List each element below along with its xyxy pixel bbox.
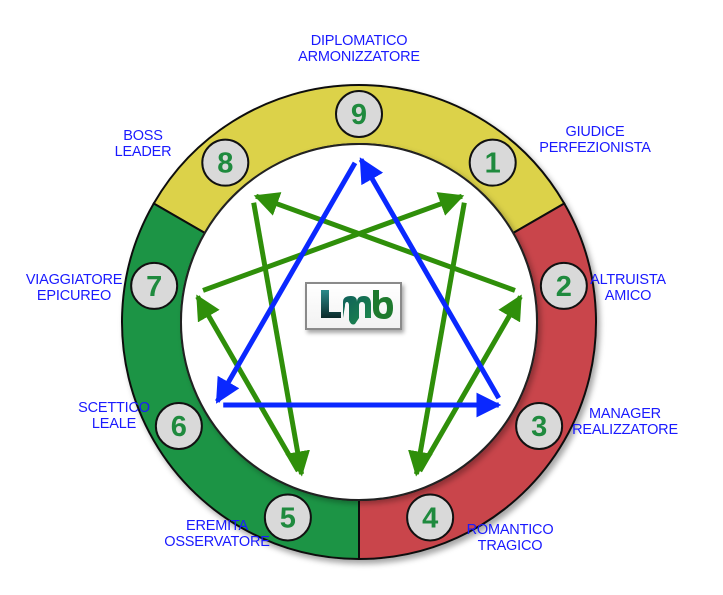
type-label-line2: REALIZZATORE (572, 422, 678, 438)
blue-arrow-9-to-6 (215, 161, 358, 404)
type-circle-8: 8 (201, 138, 250, 187)
type-circle-bg (335, 90, 383, 138)
arrows (195, 157, 523, 477)
type-label-line2: ARMONIZZATORE (298, 49, 420, 65)
green-arrow-5-to-7 (195, 294, 301, 473)
type-circle-bg (468, 138, 517, 187)
blue-arrow-3-to-9 (358, 157, 501, 400)
green-arrow-7-to-1 (202, 192, 465, 293)
type-label-line1: BOSS (123, 128, 163, 144)
type-label-line2: AMICO (604, 288, 652, 304)
type-circle-4: 4 (406, 493, 455, 542)
type-number: 4 (422, 502, 438, 534)
type-label-line1: VIAGGIATORE (25, 272, 123, 288)
type-number: 2 (556, 271, 572, 303)
type-circle-5: 5 (263, 493, 312, 542)
lmb-logo (305, 282, 402, 330)
type-number: 7 (146, 271, 162, 303)
type-circle-6: 6 (154, 402, 203, 450)
type-circle-bg (515, 402, 564, 450)
type-number: 1 (485, 148, 501, 180)
type-circle-bg (263, 493, 312, 542)
type-label-line1: EREMITA (186, 518, 248, 534)
green-arrow-8-to-5 (251, 202, 310, 477)
type-circle-bg (539, 261, 588, 310)
green-arrow-1-to-4 (408, 202, 467, 477)
type-number: 6 (171, 411, 187, 443)
lmb-logo-icon (321, 290, 393, 325)
type-label-line2: TRAGICO (477, 538, 543, 554)
green-arrow-2-to-8 (253, 192, 516, 293)
type-label-line1: SCETTICO (78, 400, 150, 416)
type-label-line2: PERFEZIONISTA (539, 140, 651, 156)
type-label-line2: EPICUREO (36, 288, 112, 304)
type-number: 8 (217, 148, 233, 180)
type-circle-2: 2 (539, 261, 588, 310)
type-circle-9: 9 (335, 90, 383, 138)
type-number: 5 (280, 502, 296, 534)
type-label-line1: ROMANTICO (466, 522, 554, 538)
type-label-line2: LEADER (114, 144, 172, 160)
type-circle-bg (154, 402, 203, 450)
type-label-line1: GIUDICE (565, 124, 625, 140)
type-circle-7: 7 (130, 261, 179, 310)
type-label-line2: LEALE (91, 416, 137, 432)
type-label-line1: ALTRUISTA (590, 272, 666, 288)
type-label-line1: DIPLOMATICO (310, 33, 408, 49)
type-circle-bg (130, 261, 179, 310)
type-circle-3: 3 (515, 402, 564, 450)
type-label-line1: MANAGER (589, 406, 661, 422)
type-circle-bg (406, 493, 455, 542)
type-number: 3 (531, 411, 547, 443)
type-numbers: 9 1 2 3 4 5 6 7 8 (130, 90, 588, 542)
type-number: 9 (351, 99, 367, 131)
green-arrow-4-to-2 (417, 294, 523, 473)
type-circle-1: 1 (468, 138, 517, 187)
type-label-line2: OSSERVATORE (164, 534, 270, 550)
type-circle-bg (201, 138, 250, 187)
